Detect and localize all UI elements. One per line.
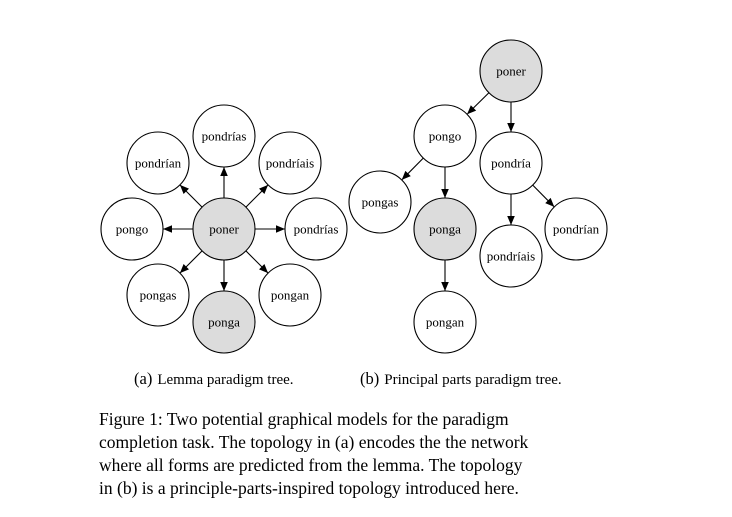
figure-caption-line-3: where all forms are predicted from the l… [99, 455, 523, 475]
subcaption-a: (a) Lemma paradigm tree. [134, 369, 294, 388]
figure-caption-line-4: in (b) is a principle-parts-inspired top… [99, 478, 519, 498]
tree-b-node-label: pongo [429, 129, 462, 144]
tree-b-node-circle [348, 170, 412, 234]
tree-b-node-label: poner [496, 64, 526, 79]
tree-a-node-a_ponga: ponga [192, 290, 256, 354]
tree-b-node-circle [413, 104, 477, 168]
tree-a-node-circle [192, 197, 256, 261]
tree-a-node-circle [258, 131, 322, 195]
nodes-layer: poner pondrías pondrían pondríais pongo pondr… [100, 39, 608, 354]
tree-b-node-b_pondrian: pondrían [544, 197, 608, 261]
tree-a-node-a_pondrias_right: pondrías [284, 197, 348, 261]
tree-a-node-label: poner [209, 222, 239, 237]
subcaption-b-tag: (b) [360, 369, 379, 388]
tree-a-node-circle [192, 104, 256, 168]
tree-a-node-circle [192, 290, 256, 354]
tree-a-node-a_pondrias_top: pondrías [192, 104, 256, 168]
tree-b-node-label: pongas [362, 195, 399, 210]
tree-b-node-label: pongan [426, 315, 465, 330]
tree-b-edge-b_pondria-to-b_pondrian [532, 184, 555, 207]
tree-b-node-b_ponga: ponga [413, 197, 477, 261]
tree-b-node-circle [479, 224, 543, 288]
tree-b-node-label: pondría [491, 156, 531, 171]
tree-b-node-circle [479, 131, 543, 195]
subcaption-a-text: Lemma paradigm tree. [157, 372, 293, 388]
tree-a-node-circle [100, 197, 164, 261]
tree-a-node-a_pongas: pongas [126, 263, 190, 327]
tree-a-edge-a_poner-to-a_pondriais [245, 184, 269, 208]
tree-b-node-b_pongo: pongo [413, 104, 477, 168]
tree-b-node-b_pondria: pondría [479, 131, 543, 195]
figure-caption-line-1: Figure 1: Two potential graphical models… [99, 409, 509, 429]
tree-b-node-circle [413, 290, 477, 354]
tree-b-node-b_pongas: pongas [348, 170, 412, 234]
tree-b-edge-b_pongo-to-b_pongas [401, 157, 424, 180]
edges-layer [163, 92, 555, 291]
tree-b-node-b_pondriais: pondríais [479, 224, 543, 288]
tree-a-edge-a_poner-to-a_pondrian [179, 184, 203, 208]
tree-a-node-a_pongo: pongo [100, 197, 164, 261]
tree-a-node-label: pondrían [135, 156, 182, 171]
tree-b-node-label: pondríais [487, 249, 535, 264]
tree-a-node-circle [126, 131, 190, 195]
tree-a-edge-a_poner-to-a_pongas [179, 250, 203, 274]
tree-b-node-circle [544, 197, 608, 261]
tree-b-edge-b_poner-to-b_pongo [467, 92, 490, 115]
tree-a-edge-a_poner-to-a_pongan [245, 250, 269, 274]
tree-a-node-a_poner: poner [192, 197, 256, 261]
tree-a-node-label: pondríais [266, 156, 314, 171]
tree-a-node-a_pondriais: pondríais [258, 131, 322, 195]
tree-a-node-label: pongo [116, 222, 149, 237]
tree-b-node-circle [413, 197, 477, 261]
figure-caption: Figure 1: Two potential graphical models… [99, 408, 599, 500]
figure-caption-line-2: completion task. The topology in (a) enc… [99, 432, 529, 452]
tree-b-node-label: pondrían [553, 222, 600, 237]
tree-a-node-label: pongas [140, 288, 177, 303]
tree-a-node-a_pongan: pongan [258, 263, 322, 327]
tree-a-node-label: pongan [271, 288, 310, 303]
subcaption-b: (b) Principal parts paradigm tree. [360, 369, 562, 388]
tree-a-node-circle [284, 197, 348, 261]
subcaption-a-tag: (a) [134, 369, 152, 388]
tree-a-node-label: pondrías [202, 129, 247, 144]
subcaption-b-text: Principal parts paradigm tree. [384, 372, 561, 388]
tree-a-node-a_pondrian: pondrían [126, 131, 190, 195]
tree-b-node-label: ponga [429, 222, 461, 237]
tree-a-node-circle [258, 263, 322, 327]
tree-a-node-circle [126, 263, 190, 327]
tree-a-node-label: ponga [208, 315, 240, 330]
tree-a-node-label: pondrías [294, 222, 339, 237]
tree-b-node-b_poner: poner [479, 39, 543, 103]
tree-b-node-circle [479, 39, 543, 103]
tree-b-node-b_pongan: pongan [413, 290, 477, 354]
